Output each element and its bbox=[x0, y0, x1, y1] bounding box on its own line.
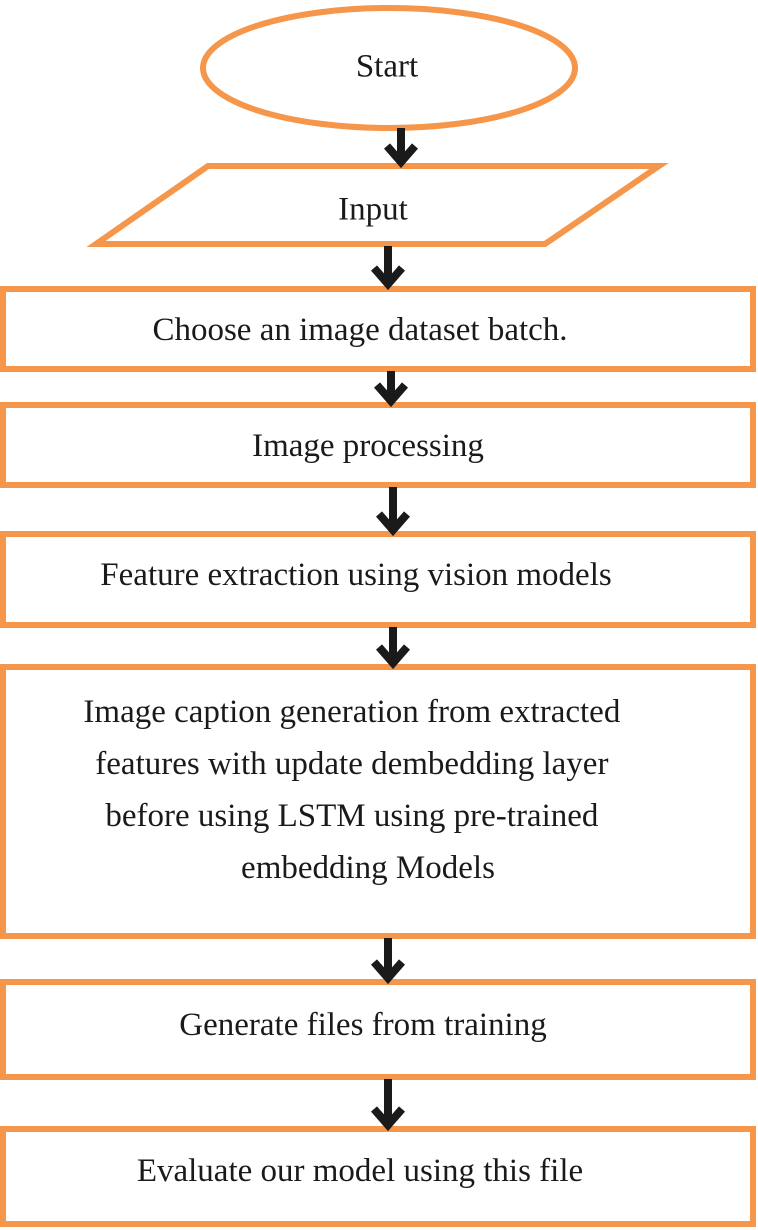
step-label: Generate files from training bbox=[179, 1007, 546, 1043]
arrow-start-to-input bbox=[383, 128, 419, 169]
arrow-head bbox=[370, 959, 406, 985]
arrow-input-to-step1 bbox=[370, 246, 406, 291]
arrow-step5-to-step6 bbox=[370, 1079, 406, 1132]
arrow-step1-to-step2 bbox=[373, 371, 409, 408]
start-label: Start bbox=[356, 49, 418, 85]
step-5: Generate files from training bbox=[0, 979, 756, 1080]
arrow-step4-to-step5 bbox=[370, 938, 406, 985]
start-ellipse bbox=[200, 5, 578, 131]
input-label: Input bbox=[338, 192, 408, 228]
start-node: Start bbox=[200, 5, 578, 131]
step-4: Image caption generation from extracted … bbox=[0, 664, 756, 939]
arrow-head bbox=[373, 382, 409, 408]
arrows bbox=[370, 128, 419, 1132]
step-box bbox=[0, 286, 756, 372]
step-box bbox=[0, 1126, 756, 1227]
arrow-head bbox=[375, 511, 411, 537]
step-label: Choose an image dataset batch. bbox=[152, 312, 567, 348]
input-parallelogram bbox=[86, 163, 669, 247]
step-6: Evaluate our model using this file bbox=[0, 1126, 756, 1227]
step-label: Evaluate our model using this file bbox=[137, 1153, 583, 1189]
arrow-head bbox=[370, 265, 406, 291]
input-node: Input bbox=[86, 163, 669, 247]
arrow-head bbox=[370, 1106, 406, 1132]
step-label: Feature extraction using vision models bbox=[100, 557, 611, 593]
step-box bbox=[0, 402, 756, 488]
arrow-step3-to-step4 bbox=[375, 627, 411, 670]
step-2: Image processing bbox=[0, 402, 756, 488]
arrow-head bbox=[375, 644, 411, 670]
step-box bbox=[0, 531, 756, 628]
arrow-step2-to-step3 bbox=[375, 487, 411, 537]
step-box bbox=[0, 664, 756, 939]
step-box bbox=[0, 979, 756, 1080]
step-label: Image caption generation from extracted … bbox=[83, 694, 628, 886]
arrow-head bbox=[383, 143, 419, 169]
step-label: Image processing bbox=[252, 428, 484, 464]
step-3: Feature extraction using vision models bbox=[0, 531, 756, 628]
step-1: Choose an image dataset batch. bbox=[0, 286, 756, 372]
